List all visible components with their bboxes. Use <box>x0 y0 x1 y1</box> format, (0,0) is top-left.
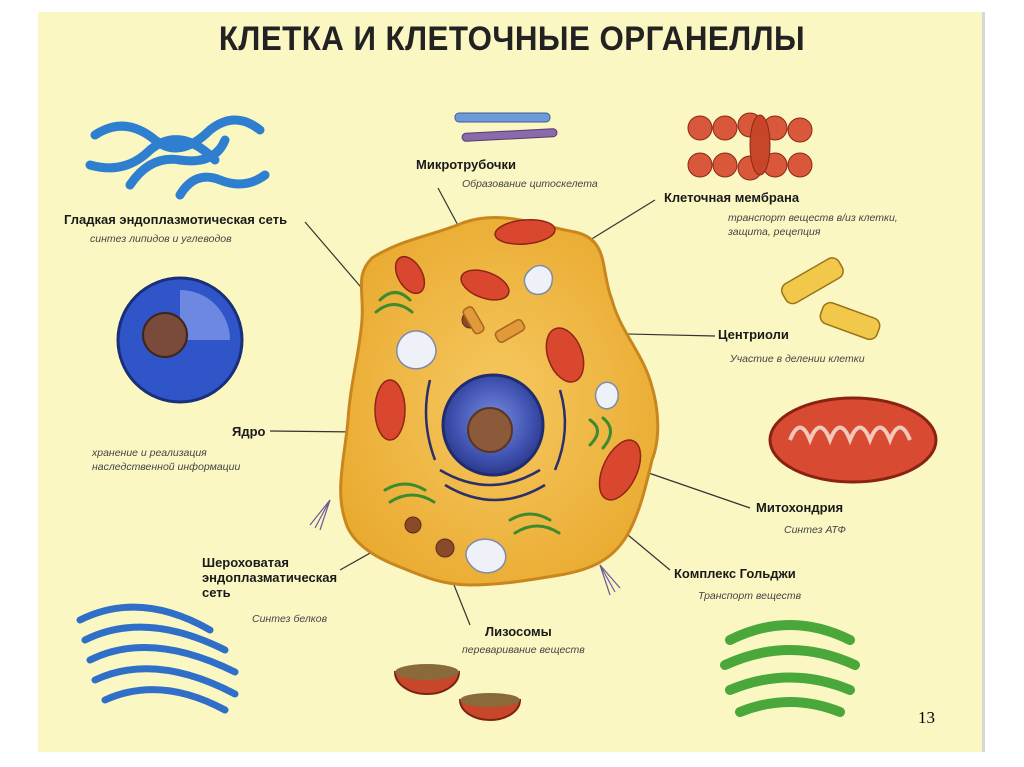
page-title: КЛЕТКА И КЛЕТОЧНЫЕ ОРГАНЕЛЛЫ <box>218 20 806 58</box>
mitochondrion-picture <box>768 396 938 484</box>
label-rough-er: Шероховатая эндоплазматическая сеть <box>202 555 338 600</box>
label-mitochondria: Митохондрия <box>756 500 844 515</box>
desc-microtubules: Образование цитоскелета <box>462 178 598 190</box>
label-microtubules: Микротрубочки <box>416 157 516 172</box>
label-smooth-er: Гладкая эндоплазмотическая сеть <box>64 212 288 227</box>
desc-centrioles: Участие в делении клетки <box>730 353 865 365</box>
label-golgi: Комплекс Гольджи <box>674 566 796 581</box>
desc-cell-membrane: транспорт веществ в/из клетки, защита, р… <box>728 212 898 238</box>
label-lysosomes: Лизосомы <box>485 624 552 639</box>
desc-lysosomes: переваривание веществ <box>462 644 585 656</box>
rough-er-picture <box>76 603 239 714</box>
label-cell-membrane: Клеточная мембрана <box>664 190 800 205</box>
animal-cell <box>309 216 660 596</box>
membrane-picture <box>687 112 813 181</box>
desc-mitochondria: Синтез АТФ <box>784 524 846 536</box>
desc-smooth-er: синтез липидов и углеводов <box>90 233 232 245</box>
lysosomes-picture <box>393 664 522 721</box>
desc-golgi: Транспорт веществ <box>698 590 802 602</box>
microtubules-picture <box>454 112 558 142</box>
smooth-er-picture <box>85 115 270 200</box>
desc-rough-er: Синтез белков <box>252 613 328 625</box>
label-centrioles: Центриоли <box>718 327 789 342</box>
nucleus-picture <box>116 276 244 404</box>
desc-nucleus: хранение и реализация наследственной инф… <box>92 447 241 473</box>
label-nucleus: Ядро <box>232 424 266 439</box>
page-number: 13 <box>918 708 935 727</box>
centrioles-picture <box>780 257 881 341</box>
golgi-picture <box>720 620 860 717</box>
